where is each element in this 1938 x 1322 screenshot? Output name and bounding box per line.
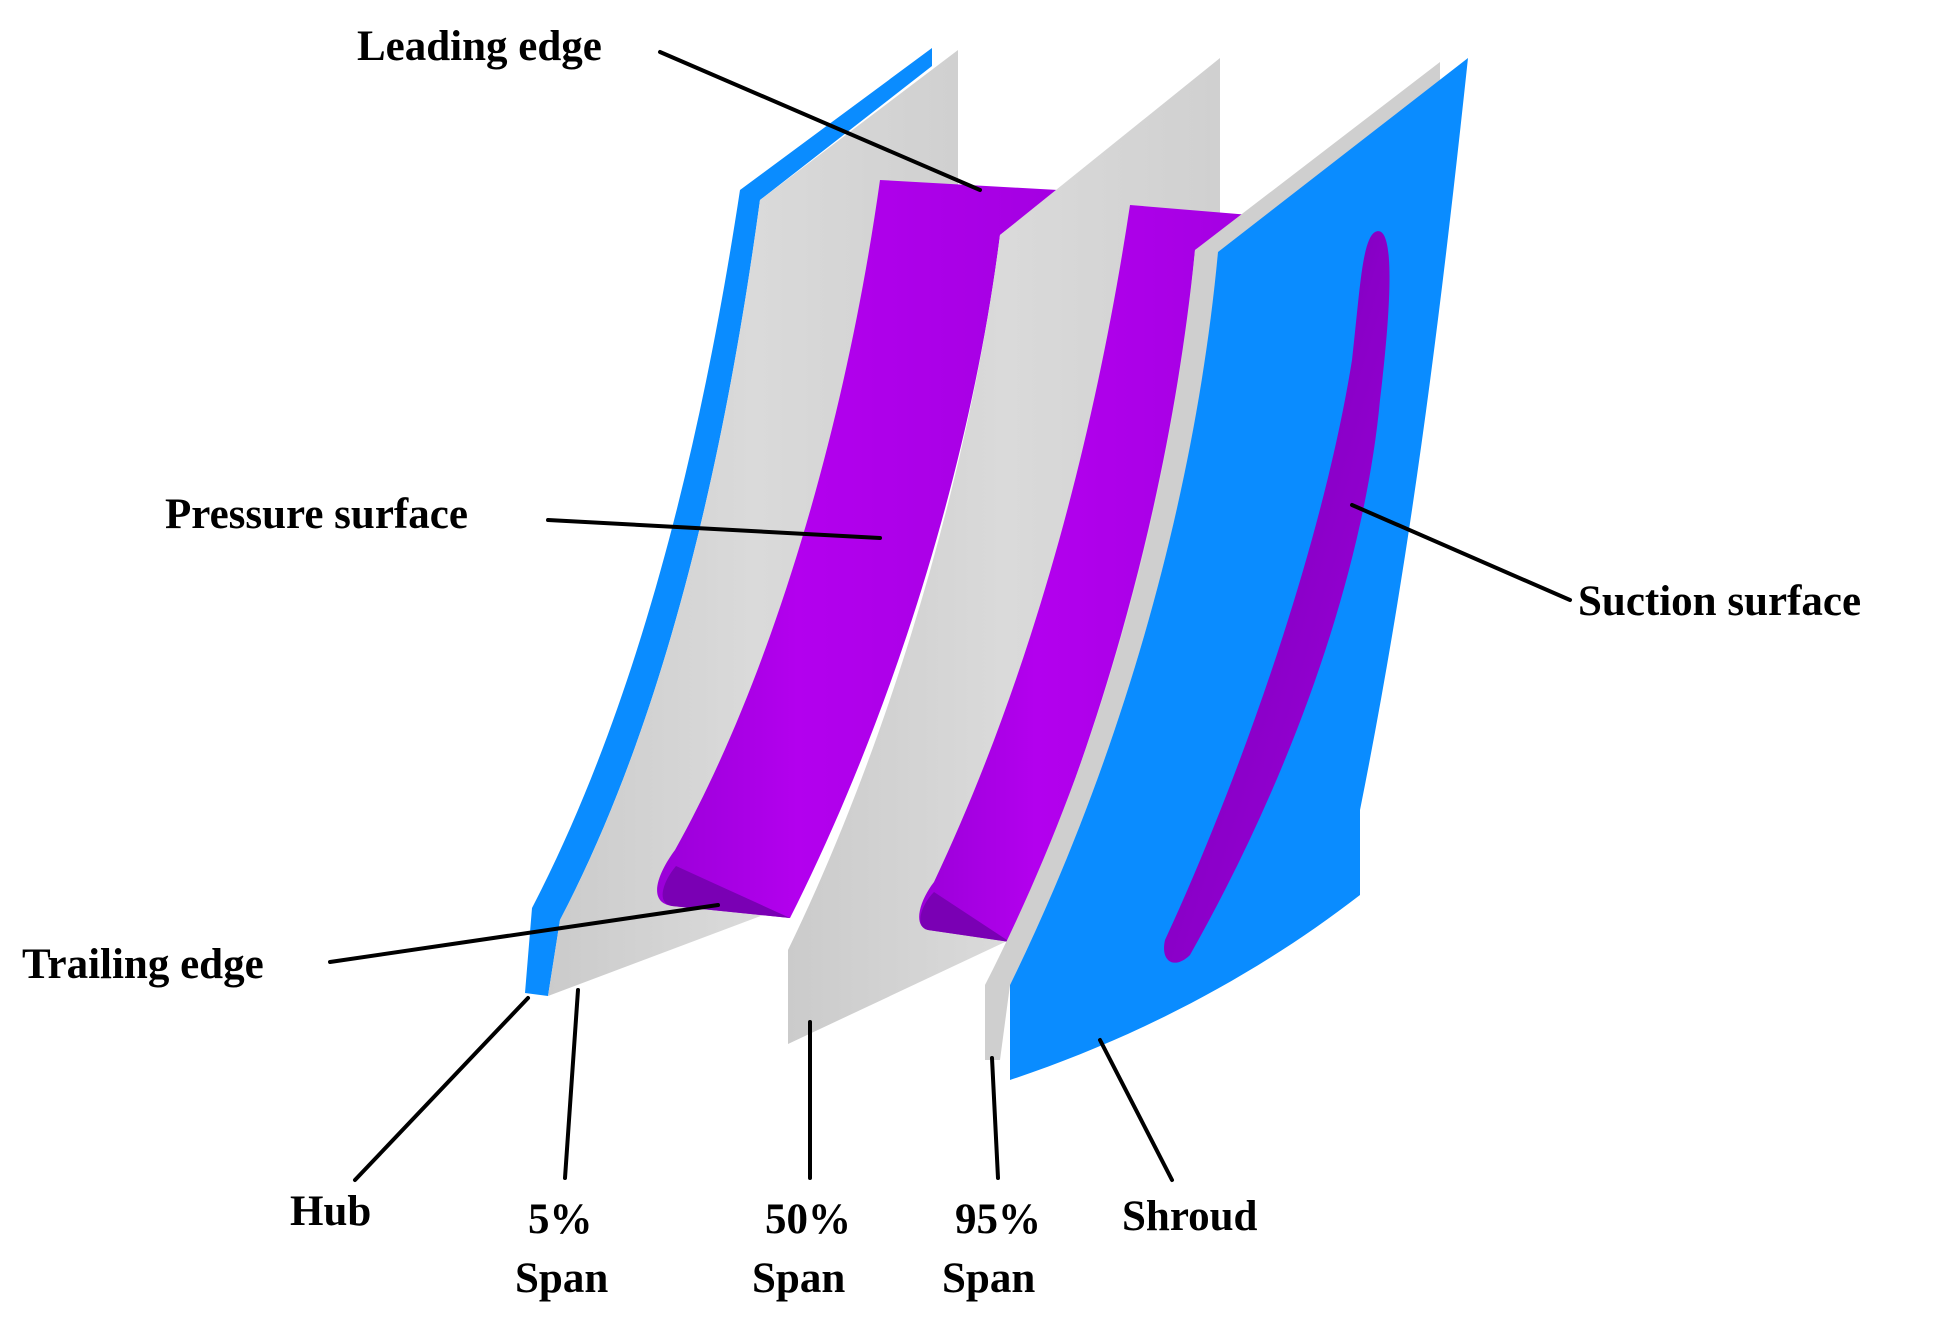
span-50-plane — [788, 58, 1220, 1044]
hub-surface — [525, 48, 932, 996]
label-span-50-word: Span — [752, 1255, 845, 1302]
label-span-5-pct: 5% — [528, 1196, 593, 1243]
leader-trailing-edge — [328, 903, 720, 964]
span-5-plane — [548, 50, 958, 996]
suction-surface-slot — [1164, 231, 1390, 963]
leader-shroud — [1098, 1038, 1174, 1182]
leader-leading-edge — [658, 50, 982, 192]
label-pressure-surface: Pressure surface — [165, 491, 468, 538]
label-leading-edge: Leading edge — [357, 23, 602, 70]
span-95-plane — [985, 62, 1440, 1060]
label-hub: Hub — [290, 1188, 371, 1235]
label-shroud: Shroud — [1122, 1193, 1258, 1240]
label-span-95-word: Span — [942, 1255, 1035, 1302]
label-span-5-word: Span — [515, 1255, 608, 1302]
leader-suction-surface — [1350, 503, 1572, 602]
label-trailing-edge: Trailing edge — [22, 941, 264, 988]
shroud-surface — [1010, 58, 1468, 1080]
leader-span-5 — [563, 988, 580, 1180]
leader-span-95 — [990, 1056, 1000, 1180]
blade-section-lower-edge — [662, 866, 790, 918]
leader-pressure-surface — [546, 518, 882, 540]
label-span-50-pct: 50% — [765, 1196, 851, 1243]
blade-section-lower — [657, 180, 1058, 918]
leader-hub — [353, 996, 530, 1182]
label-suction-surface: Suction surface — [1578, 578, 1861, 625]
blade-section-upper — [919, 205, 1250, 942]
blade-section-upper-edge — [920, 892, 1010, 942]
label-span-95-pct: 95% — [955, 1196, 1041, 1243]
